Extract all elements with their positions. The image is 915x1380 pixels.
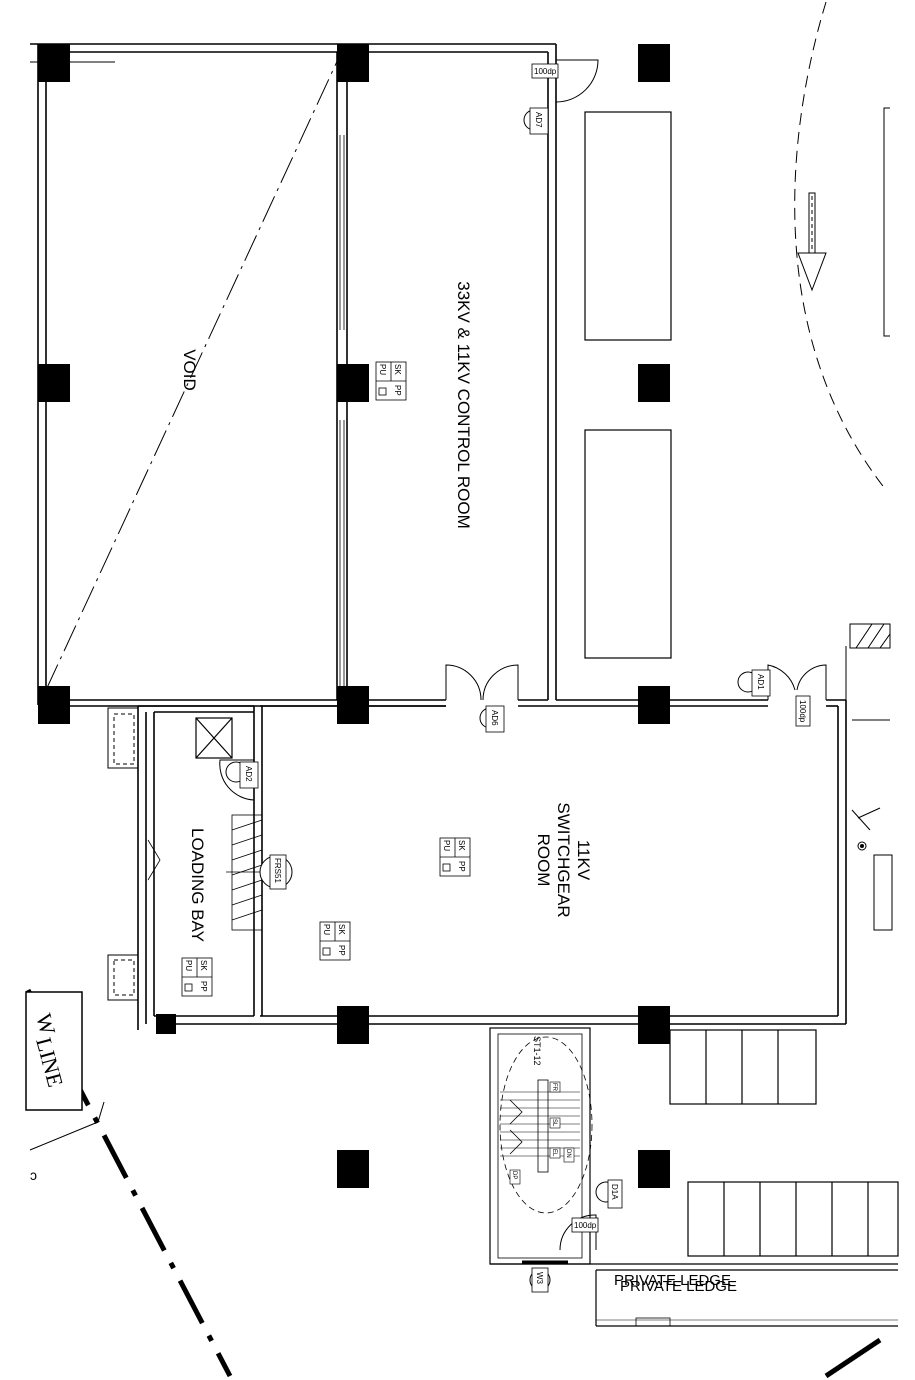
column bbox=[638, 1150, 670, 1188]
svg-text:FR: FR bbox=[551, 1083, 557, 1092]
column bbox=[38, 44, 70, 82]
door-tag-ad1: AD1 bbox=[737, 669, 771, 697]
column bbox=[638, 364, 670, 402]
private-ledge-label: PRIVATE LEDGE bbox=[614, 1272, 731, 1289]
loading-bay-shutter bbox=[145, 720, 161, 1010]
staircase bbox=[489, 1027, 593, 1265]
svg-text:D1A: D1A bbox=[610, 1184, 619, 1200]
hatched-block bbox=[845, 623, 891, 700]
column bbox=[156, 1014, 176, 1034]
column bbox=[337, 686, 369, 724]
svg-text:PP: PP bbox=[457, 861, 466, 872]
loading-bay-recesses bbox=[107, 707, 139, 1001]
external-steps bbox=[669, 1029, 817, 1105]
stair-tag: ST1-12 bbox=[532, 1036, 542, 1066]
svg-text:SK: SK bbox=[457, 840, 466, 851]
driveway-curve bbox=[794, 1, 887, 491]
column bbox=[38, 364, 70, 402]
room-label-void: VOID bbox=[180, 349, 199, 391]
door-tag-w3: W3 bbox=[529, 1267, 551, 1293]
column bbox=[38, 686, 70, 724]
svg-text:DP: DP bbox=[511, 1171, 517, 1179]
room-label-switchgear-1: 11KV bbox=[574, 840, 593, 881]
dim-tag-100dp: 100dp bbox=[531, 63, 559, 79]
svg-text:100dp: 100dp bbox=[534, 67, 557, 76]
fragment-mark: ɔ bbox=[30, 1167, 37, 1183]
external-fixtures-right bbox=[851, 719, 893, 931]
door-tag-d1a: D1A bbox=[595, 1179, 623, 1209]
svg-text:PU: PU bbox=[442, 840, 451, 851]
svg-text:AD2: AD2 bbox=[244, 766, 253, 782]
column bbox=[337, 1150, 369, 1188]
svg-text:PU: PU bbox=[184, 960, 193, 971]
boundary-label-box: W LINE bbox=[25, 991, 83, 1111]
svg-text:EL: EL bbox=[551, 1149, 557, 1157]
lower-block-walls bbox=[137, 699, 847, 1030]
column bbox=[337, 44, 369, 82]
column bbox=[638, 686, 670, 724]
middle-wall-glazing bbox=[339, 135, 345, 690]
svg-text:PP: PP bbox=[393, 385, 402, 396]
stair-codes: FR SL EL DN DP bbox=[509, 1081, 575, 1185]
room-label-switchgear-3: ROOM bbox=[534, 834, 553, 887]
stair-bottom-walls bbox=[490, 1260, 898, 1327]
door-tag-ad7: AD7 bbox=[523, 107, 549, 135]
svg-text:AD7: AD7 bbox=[534, 112, 543, 128]
parking-bays-upper bbox=[584, 111, 672, 659]
dim-tag-100dp-stair: 100dp bbox=[571, 1217, 599, 1233]
fixture-group-loading-bay: SK PU PP bbox=[181, 957, 213, 997]
doors bbox=[219, 59, 827, 1251]
column bbox=[638, 1006, 670, 1044]
svg-text:AD6: AD6 bbox=[490, 710, 499, 726]
upper-block-walls bbox=[30, 43, 640, 707]
svg-text:DN: DN bbox=[565, 1149, 571, 1158]
private-ledge-label-overprint: PRIVATE LEDGE bbox=[620, 1278, 737, 1295]
svg-text:AD1: AD1 bbox=[756, 674, 765, 690]
structural-columns bbox=[38, 44, 670, 1188]
door-tag-frs51: FRS51 bbox=[259, 854, 293, 890]
room-label-control: 33KV & 11KV CONTROL ROOM bbox=[454, 281, 473, 529]
column bbox=[337, 364, 369, 402]
svg-text:SK: SK bbox=[199, 960, 208, 971]
hoist-box bbox=[195, 717, 233, 759]
svg-text:PP: PP bbox=[199, 981, 208, 992]
door-tag-ad6: AD6 bbox=[479, 705, 505, 733]
svg-text:W3: W3 bbox=[535, 1272, 544, 1285]
svg-text:SK: SK bbox=[337, 924, 346, 935]
boundary-line bbox=[25, 988, 882, 1379]
column bbox=[337, 1006, 369, 1044]
svg-text:PU: PU bbox=[378, 364, 387, 375]
svg-text:SK: SK bbox=[393, 364, 402, 375]
kerb-line bbox=[883, 107, 890, 337]
svg-text:SL: SL bbox=[551, 1119, 557, 1127]
svg-text:PU: PU bbox=[322, 924, 331, 935]
fixture-group-switchgear-1: SK PU PP bbox=[439, 837, 471, 877]
parking-bays-lower bbox=[687, 1181, 899, 1257]
fixture-group-control: SK PU PP bbox=[375, 361, 407, 401]
room-label-loading-bay: LOADING BAY bbox=[188, 828, 207, 942]
svg-text:100dp: 100dp bbox=[798, 700, 807, 723]
svg-text:100dp: 100dp bbox=[574, 1221, 597, 1230]
fixture-group-switchgear-2: SK PU PP bbox=[319, 921, 351, 961]
room-label-switchgear-2: SWITCHGEAR bbox=[554, 802, 573, 917]
svg-text:PP: PP bbox=[337, 945, 346, 956]
column bbox=[638, 44, 670, 82]
svg-text:FRS51: FRS51 bbox=[273, 858, 282, 883]
traffic-arrow bbox=[797, 192, 827, 292]
void-diagonal bbox=[45, 54, 341, 691]
dim-tag-100dp-rotated: 100dp bbox=[795, 695, 811, 727]
door-tag-ad2: AD2 bbox=[225, 761, 259, 789]
